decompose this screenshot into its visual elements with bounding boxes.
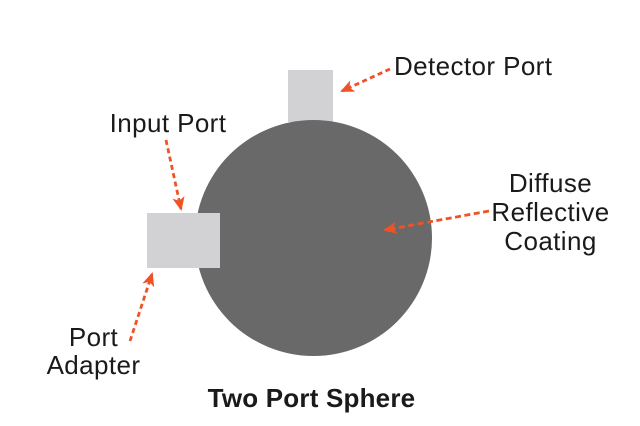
- port-adapter-block: [147, 213, 220, 268]
- detector-port-label: Detector Port: [394, 51, 553, 81]
- diffuse-coating-label-line1: Diffuse: [508, 168, 593, 198]
- diffuse-coating-label-line3: Coating: [504, 226, 597, 256]
- port-adapter-label: Port Adapter: [33, 323, 154, 379]
- input-port-arrow-icon: [164, 139, 185, 212]
- input-port-label: Input Port: [109, 108, 227, 138]
- diffuse-coating-label-line2: Reflective: [491, 197, 610, 227]
- port-adapter-label-line2: Adapter: [46, 350, 141, 380]
- port-adapter-label-line1: Port: [68, 322, 119, 352]
- detector-port-arrow-icon: [340, 67, 391, 93]
- integrating-sphere: [195, 120, 432, 356]
- diagram-caption: Two Port Sphere: [207, 383, 416, 413]
- diffuse-reflective-coating-label: Diffuse Reflective Coating: [480, 169, 621, 256]
- detector-port-block: [288, 70, 333, 122]
